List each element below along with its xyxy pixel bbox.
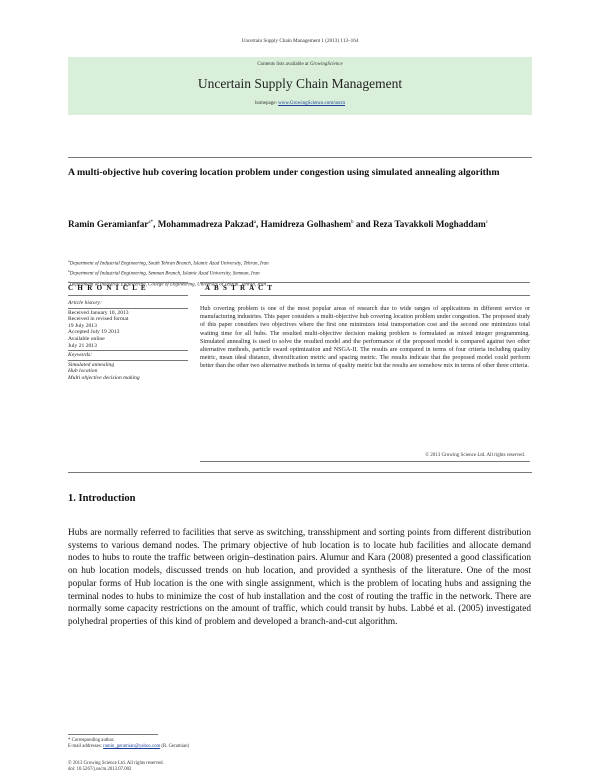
keywords-label: Keywords: — [68, 352, 93, 359]
author: Ramin Geramianfara*, — [68, 219, 158, 230]
author-list: Ramin Geramianfara*, Mohammadreza Pakzad… — [68, 216, 538, 231]
introduction-paragraph: Hubs are normally referred to facilities… — [68, 528, 531, 627]
journal-banner: Contents lists available at GrowingScien… — [68, 57, 532, 115]
footer-copyright: © 2013 Growing Science Ltd. All rights r… — [68, 761, 164, 766]
abstract-rule — [200, 282, 530, 283]
history-line: 19 July 2013 — [68, 322, 97, 329]
abstract-text: Hub covering problem is one of the most … — [200, 306, 530, 370]
email-note: E-mail addresses: ramin_geramian@yahoo.c… — [68, 744, 190, 749]
page-footer: © 2013 Growing Science Ltd. All rights r… — [68, 761, 164, 773]
footnote-rule — [68, 734, 158, 735]
chronicle-heading: C H R O N I C L E — [68, 284, 147, 292]
divider-top — [68, 157, 532, 158]
history-label: Article history: — [68, 300, 103, 306]
affiliations: aDepartment of Industrial Engineering, S… — [68, 258, 538, 289]
affiliation: aDepartment of Industrial Engineering, S… — [68, 259, 269, 267]
keyword: Hub location — [68, 368, 98, 375]
history-line: Available online — [68, 335, 105, 342]
journal-homepage: homepage: www.GrowingScience.com/uscm — [254, 101, 346, 106]
abstract-bottom-rule — [200, 461, 530, 462]
divider — [68, 350, 188, 352]
history-line: Received in revised format — [68, 316, 129, 323]
journal-title: Uncertain Supply Chain Management — [197, 76, 403, 91]
homepage-link[interactable]: www.GrowingScience.com/uscm — [278, 101, 346, 106]
author: Reza Tavakkoli Moghaddamc — [372, 219, 489, 230]
article-title: A multi-objective hub covering location … — [68, 167, 500, 178]
article-history: Article history: Received January 10, 20… — [68, 300, 193, 382]
history-line: Received January 10, 2013 — [68, 309, 129, 316]
author: Mohammadreza Pakzada, — [157, 219, 261, 230]
footnotes: * Corresponding author. E-mail addresses… — [68, 738, 189, 750]
abstract-heading: A B S T R A C T — [205, 284, 274, 292]
divider — [68, 307, 188, 309]
contents-availability: Contents lists available at GrowingScien… — [257, 62, 343, 67]
author: Hamidreza Golhashemb and — [260, 219, 373, 230]
running-head: Uncertain Supply Chain Management 1 (201… — [241, 38, 359, 44]
affiliation: cDepartment of Industrial Engineering, C… — [68, 279, 266, 288]
abstract-rule — [200, 295, 530, 296]
chronicle-rule — [68, 295, 188, 296]
keyword: Simulated annealing — [68, 361, 115, 368]
doi: doi: 10.5267/j.uscm.2013.07.002 — [68, 767, 132, 773]
email-link[interactable]: ramin_geramian@yahoo.com — [103, 744, 161, 749]
corresponding-author-note: * Corresponding author. — [68, 738, 115, 743]
history-line: Accepted July 19 2013 — [68, 329, 120, 336]
keyword: Multi objective decision making — [68, 374, 140, 381]
publisher-name: GrowingScience — [309, 62, 343, 67]
chronicle-rule — [68, 282, 188, 283]
affiliation: bDepartment of Industrial Engineering, S… — [68, 269, 260, 278]
abstract-copyright: © 2013 Growing Science Ltd. All rights r… — [425, 453, 525, 458]
divider-bottom — [68, 472, 532, 473]
section-heading-introduction: 1. Introduction — [68, 493, 136, 504]
history-line: July 21 2013 — [68, 342, 97, 349]
divider — [68, 359, 188, 361]
